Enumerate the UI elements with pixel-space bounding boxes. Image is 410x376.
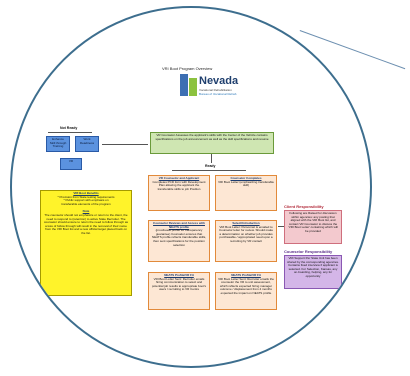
- client-resp-box: Following are Raised for discussion with…: [284, 210, 342, 244]
- not-ready-vr-box: VR: [60, 158, 82, 170]
- benefits-title: VRI Boot Benefits: [73, 191, 99, 195]
- zoom-circle: VRI Boot Program Overview Nevada Vocatio…: [10, 6, 372, 368]
- client-resp-title: Client Responsibility: [284, 204, 324, 209]
- logo-subtitle: Vocational Rehabilitation: [199, 88, 232, 92]
- card-applicant-title: VR Counselor and Applicant: [158, 176, 200, 180]
- card-sent-right: NEATS Profile/VR Fit VRI Boot Letter Sen…: [215, 272, 277, 310]
- card-applicant-text: Completes PCD form with Development Plan…: [152, 179, 206, 191]
- ready-bar: [172, 170, 246, 171]
- benefits-line-3: transferable elements of the program: [61, 201, 111, 206]
- card-sent-right-title: NEATS Profile/VR Fit: [231, 273, 261, 277]
- counselor-resp-title: Counselor Responsibility: [284, 249, 333, 254]
- card-applicant: VR Counselor and Applicant Completes PCD…: [148, 175, 210, 211]
- card-review-title: Counselor Reviews and Access with NEATS …: [153, 221, 205, 229]
- counselor-resp-box: VRI Support Per State Unit has been shar…: [284, 255, 342, 289]
- assessment-box: VR Counselor Assesses the applicant's sk…: [150, 132, 274, 154]
- card-letter: Counselor Completes VRI Boot Letter (emp…: [215, 175, 277, 211]
- card-review-text: (proofreads profile for transparency gua…: [151, 228, 207, 247]
- benefits-note-title: Note: [82, 209, 90, 214]
- card-review: Counselor Reviews and Access with NEATS …: [148, 220, 210, 262]
- connector-cards-right: [278, 226, 286, 227]
- card-sent-left-title: NEATS Profile/VR Fit: [164, 273, 194, 277]
- card-sent-left: NEATS Profile/VR Fit VRI Boot Letter Sen…: [148, 272, 210, 310]
- benefits-line-1: * Provision from State testing requireme…: [57, 194, 115, 199]
- benefits-line-2: * Public support with emphasis on: [63, 198, 109, 203]
- benefits-note: The counselor should not emphasize or re…: [43, 212, 129, 235]
- nevada-logo: Nevada Vocational Rehabilitation Bureau …: [178, 74, 258, 102]
- not-ready-bar: [48, 132, 92, 133]
- ready-label: Ready: [205, 164, 216, 168]
- card-letter-title: Counselor Completes: [230, 176, 262, 180]
- benefits-panel: VRI Boot Benefits * Provision from State…: [40, 190, 132, 296]
- connector-down: [211, 154, 212, 163]
- diagram-title: VRI Boot Program Overview: [162, 66, 213, 71]
- card-letter-text: VRI Boot Letter (emphasizing transferabl…: [218, 179, 274, 188]
- connector-left-arrow: [102, 144, 148, 145]
- logo-subtitle-2: Bureau of Vocational Rehab: [199, 92, 237, 96]
- not-ready-training-box: Enhance Skill through Training: [46, 136, 70, 152]
- card-sent-left-text: VRI Boot Letter Sent: Recruiter emails h…: [152, 276, 206, 292]
- not-ready-label: Not Ready: [60, 126, 78, 130]
- card-sent-right-text: VRI Boot Letter Sent: Recruiter emails t…: [218, 276, 274, 295]
- card-intro-title: Select/Introduction: [232, 221, 260, 225]
- card-intro-text: VRI Boot Letter: Personnel is emailed to…: [218, 224, 274, 243]
- logo-name: Nevada: [199, 75, 239, 87]
- card-intro: Select/Introduction VRI Boot Letter: Per…: [215, 220, 277, 262]
- nevada-logo-icon: [180, 74, 197, 96]
- not-ready-readiness-box: Work Readiness: [75, 136, 99, 152]
